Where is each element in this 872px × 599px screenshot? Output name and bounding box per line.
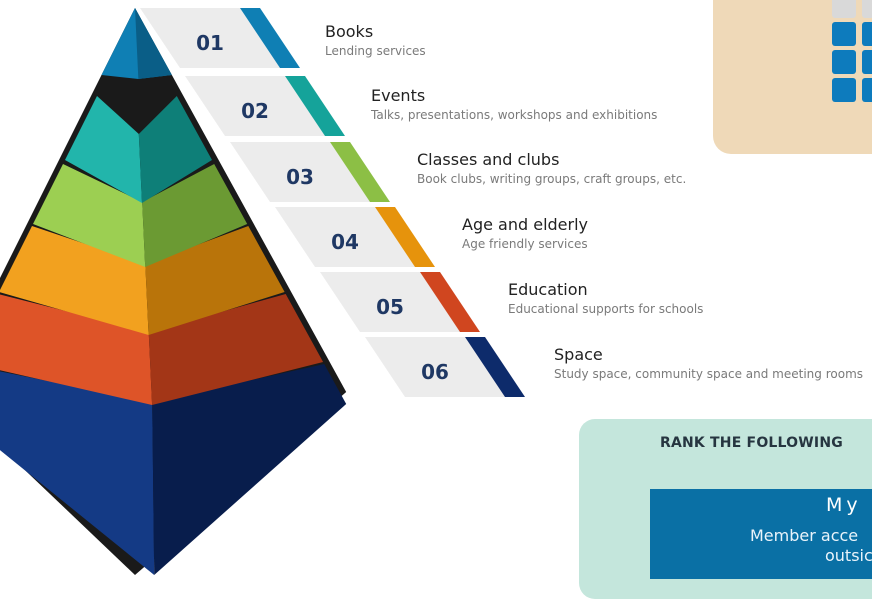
ribbon-band — [275, 207, 415, 267]
level-title: Age and elderly — [462, 215, 588, 234]
pyramid-face-right — [145, 226, 285, 335]
pyramid-face-left — [0, 294, 153, 405]
pyramid-level-01 — [101, 8, 172, 79]
pyramid-level-03 — [33, 164, 248, 267]
poll-option-text-2: outsic — [825, 546, 872, 565]
pyramid-diagram: 01 02 03 04 05 06 — [0, 8, 525, 575]
pyramid-level-02 — [65, 96, 212, 203]
grid-tile — [832, 22, 856, 46]
level-number: 03 — [286, 165, 314, 189]
ribbon-band — [230, 142, 370, 202]
level-ribbon-01: 01 — [140, 8, 300, 68]
ribbon-band — [140, 8, 280, 68]
grid-tile — [832, 0, 856, 18]
pyramid-face-right — [148, 294, 324, 405]
ribbon-band — [185, 76, 325, 136]
level-title: Classes and clubs — [417, 150, 560, 169]
rank-heading: RANK THE FOLLOWING — [660, 435, 843, 451]
level-number: 01 — [196, 31, 224, 55]
pyramid-face-left — [65, 96, 142, 203]
pyramid-face-right — [142, 164, 248, 267]
grid-tile — [832, 50, 856, 74]
level-number: 02 — [241, 99, 269, 123]
level-title: Space — [554, 345, 603, 364]
level-subtitle: Educational supports for schools — [508, 302, 704, 316]
level-subtitle: Talks, presentations, workshops and exhi… — [371, 108, 658, 122]
level-title: Events — [371, 86, 426, 105]
pyramid-face-left — [0, 371, 155, 575]
ribbon-band — [320, 272, 460, 332]
level-subtitle: Lending services — [325, 44, 426, 58]
grid-tile — [862, 78, 872, 102]
pyramid-face-left — [33, 164, 146, 267]
pyramid-level-05 — [0, 294, 324, 405]
poll-option-panel[interactable] — [650, 489, 872, 579]
level-number: 05 — [376, 295, 404, 319]
level-ribbon-04: 04 — [275, 207, 435, 267]
level-subtitle: Age friendly services — [462, 237, 588, 251]
ribbon-accent — [375, 207, 435, 267]
ribbon-accent — [465, 337, 525, 397]
grid-tile — [862, 50, 872, 74]
grid-tile — [832, 78, 856, 102]
ribbon-accent — [240, 8, 300, 68]
level-subtitle: Study space, community space and meeting… — [554, 367, 864, 381]
ribbon-accent — [420, 272, 480, 332]
poll-option-title: My — [826, 494, 862, 516]
poll-option-text: Member acce — [750, 526, 859, 545]
ribbon-accent — [330, 142, 390, 202]
level-ribbon-05: 05 — [320, 272, 480, 332]
pyramid-level-06 — [0, 364, 347, 575]
grid-tile — [862, 0, 872, 18]
pyramid-face-right — [138, 96, 212, 203]
grid-tile — [862, 22, 872, 46]
level-number: 04 — [331, 230, 359, 254]
ribbon-band — [365, 337, 505, 397]
level-ribbon-06: 06 — [365, 337, 525, 397]
level-ribbon-02: 02 — [185, 76, 345, 136]
level-title: Books — [325, 22, 374, 41]
pyramid-face-right — [152, 364, 347, 575]
level-title: Education — [508, 280, 588, 299]
pyramid-tip-shade — [135, 8, 172, 79]
level-subtitle: Book clubs, writing groups, craft groups… — [417, 172, 687, 186]
ribbon-accent — [285, 76, 345, 136]
level-ribbon-03: 03 — [230, 142, 390, 202]
level-number: 06 — [421, 360, 449, 384]
